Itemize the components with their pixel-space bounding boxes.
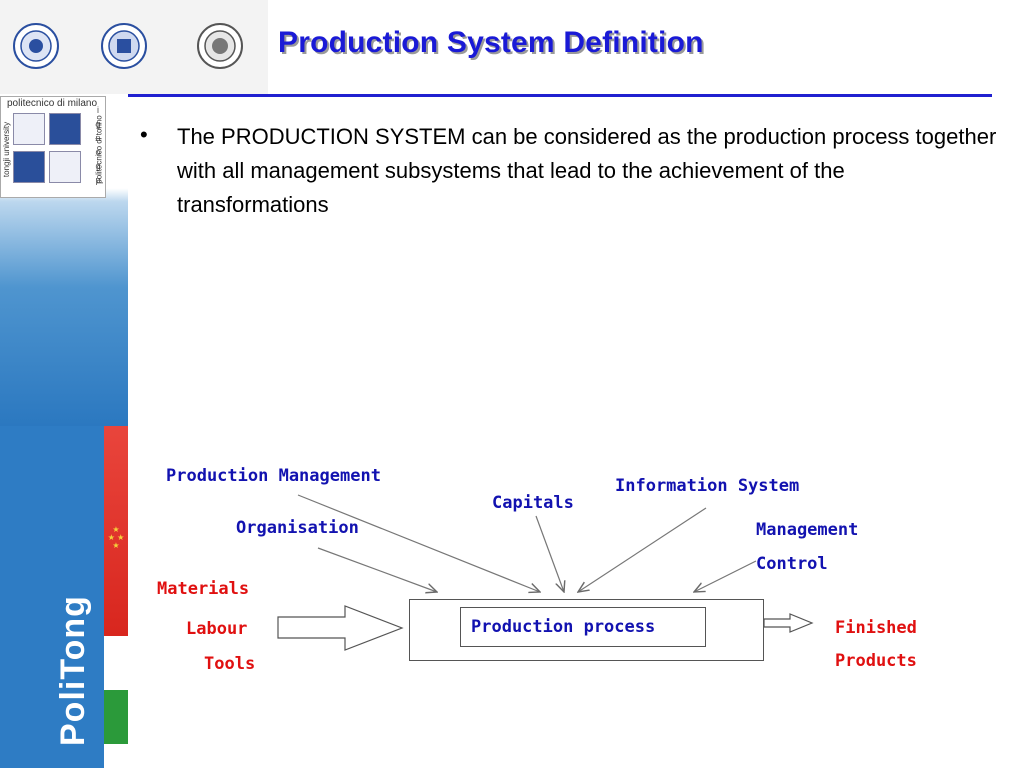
label-materials: Materials xyxy=(157,579,250,599)
arrow-resource-input xyxy=(277,605,404,651)
logo-quadrant-icon xyxy=(13,113,45,145)
arrow-output xyxy=(763,613,814,633)
arrow-management-control xyxy=(694,560,757,592)
label-products: Products xyxy=(835,651,917,671)
logo-quadrant-icon xyxy=(49,151,81,183)
label-tools: Tools xyxy=(204,654,256,674)
label-control: Control xyxy=(756,554,828,574)
sidebar-blue-lower xyxy=(0,426,104,768)
sidebar: ★★ ★★ politecnico di milano tongji unive… xyxy=(0,96,128,768)
label-organisation: Organisation xyxy=(236,518,359,538)
label-finished: Finished xyxy=(835,618,917,638)
sidebar-red-stripe xyxy=(104,426,128,636)
label-production-process: Production process xyxy=(471,617,656,637)
seal-icon xyxy=(12,22,60,70)
label-management: Management xyxy=(756,520,859,540)
process-inner-box xyxy=(460,607,706,647)
label-production-management: Production Management xyxy=(166,466,381,486)
sidebar-university-logo: politecnico di milano tongji university … xyxy=(0,96,106,198)
arrow-information-system xyxy=(578,507,707,592)
arrow-production-management xyxy=(297,494,540,592)
arrow-organisation xyxy=(317,547,437,592)
logo-quadrant-icon xyxy=(49,113,81,145)
header-logo-strip xyxy=(0,0,268,94)
slide-title: Production System Definition xyxy=(278,26,704,59)
caption-politecnico-milano: politecnico di milano xyxy=(7,98,98,109)
seal-icon xyxy=(100,22,148,70)
bullet-text: The PRODUCTION SYSTEM can be considered … xyxy=(177,124,997,217)
label-capitals: Capitals xyxy=(492,493,574,513)
sidebar-green-stripe xyxy=(104,690,128,744)
sidebar-letters: i g n o g p xyxy=(95,105,101,185)
label-information-system: Information System xyxy=(615,476,800,496)
title-underline xyxy=(128,94,992,97)
arrow-capitals xyxy=(535,515,564,592)
logo-quadrant-icon xyxy=(13,151,45,183)
flag-stars-icon: ★★ ★★ xyxy=(107,525,125,550)
sidebar-white-stripe xyxy=(104,636,128,690)
bullet-icon: • xyxy=(140,122,148,147)
label-labour: Labour xyxy=(186,619,248,639)
seal-icon xyxy=(196,22,244,70)
